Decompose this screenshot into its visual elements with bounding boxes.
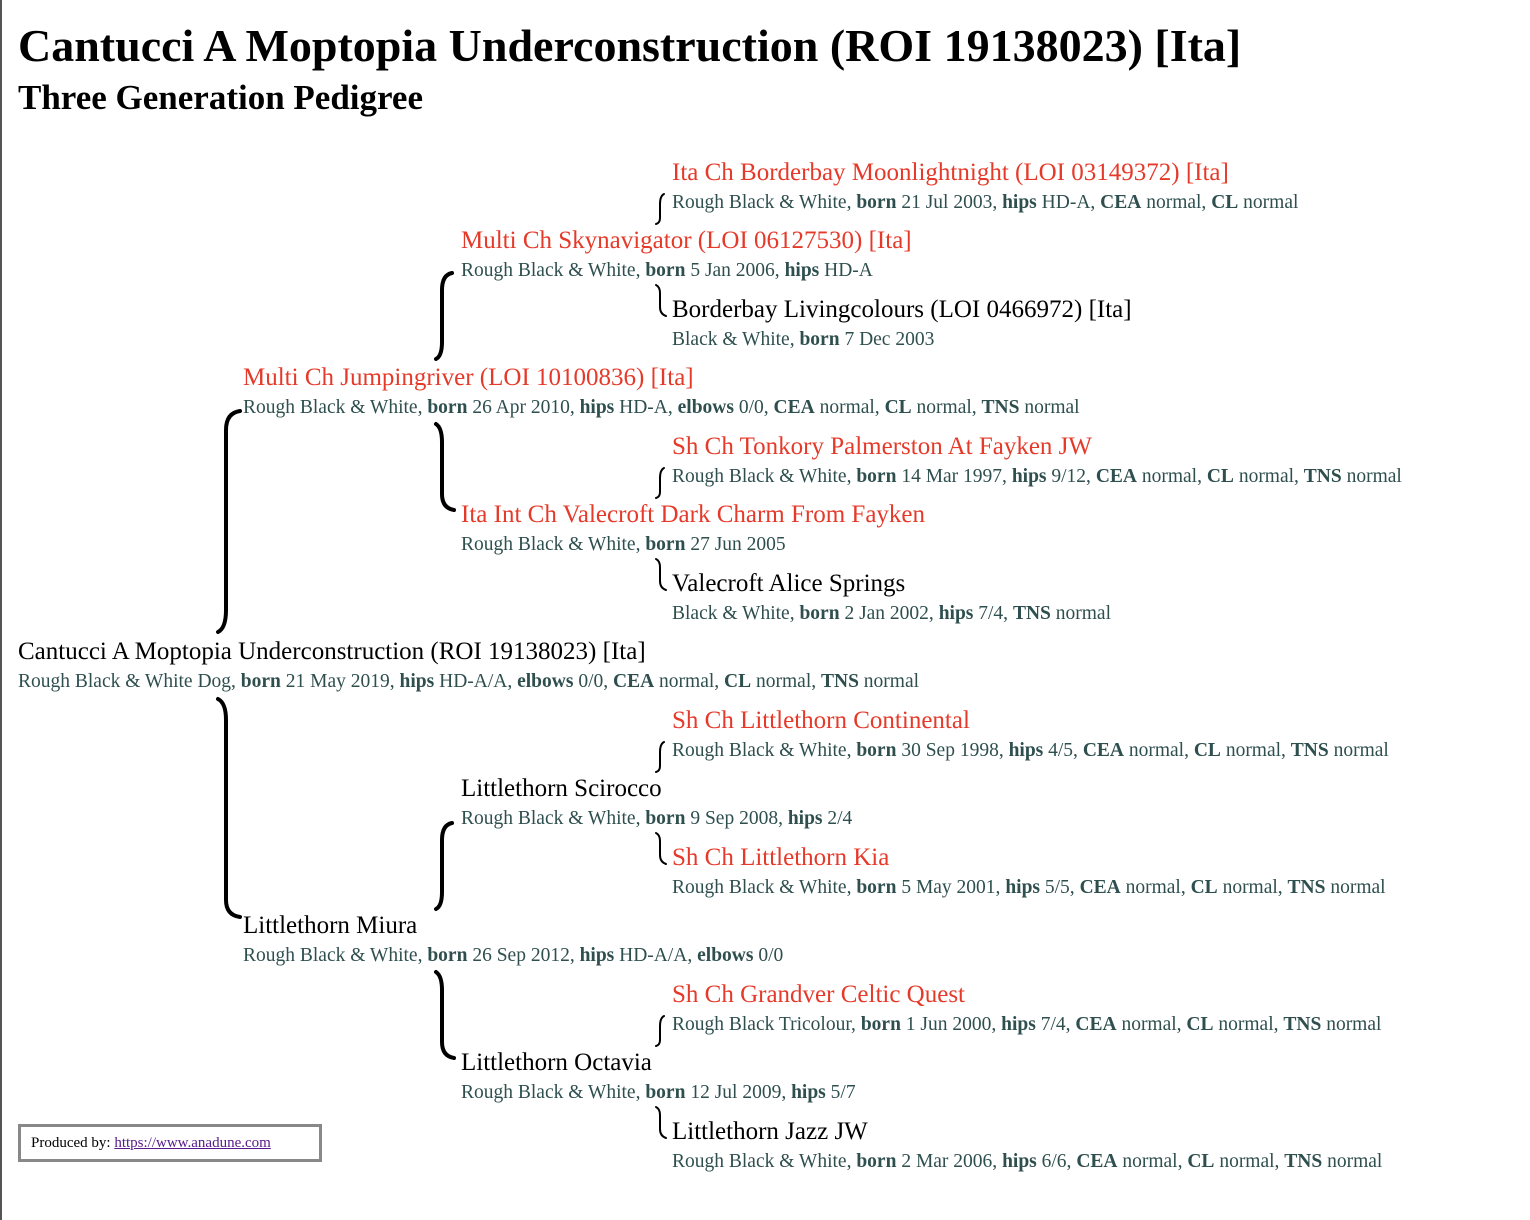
dd-dam-entry: Littlethorn Jazz JW Rough Black & White,…	[672, 1117, 1382, 1177]
dog-name[interactable]: Multi Ch Jumpingriver (LOI 10100836) [It…	[243, 364, 694, 391]
sire-dam-entry: Ita Int Ch Valecroft Dark Charm From Fay…	[461, 500, 925, 560]
dog-name[interactable]: Valecroft Alice Springs	[672, 570, 906, 597]
bracket-ds-dam	[655, 832, 667, 865]
dog-info: Rough Black & White, born 5 May 2001, hi…	[672, 877, 1386, 898]
dog-info: Rough Black & White, born 27 Jun 2005	[461, 534, 786, 555]
sd-sire-entry: Sh Ch Tonkory Palmerston At Fayken JW Ro…	[672, 432, 1402, 492]
dog-info: Rough Black & White, born 26 Sep 2012, h…	[243, 945, 784, 966]
bracket-dam-dam	[434, 970, 456, 1060]
page-left-border	[0, 0, 2, 1220]
dog-name[interactable]: Littlethorn Octavia	[461, 1049, 652, 1076]
dog-name[interactable]: Sh Ch Littlethorn Continental	[672, 707, 970, 734]
dog-name[interactable]: Sh Ch Littlethorn Kia	[672, 844, 890, 871]
dog-info: Rough Black & White, born 5 Jan 2006, hi…	[461, 260, 873, 281]
dog-name[interactable]: Littlethorn Jazz JW	[672, 1118, 868, 1145]
dog-info: Rough Black & White, born 9 Sep 2008, hi…	[461, 808, 853, 829]
produced-by-link[interactable]: https://www.anadune.com	[114, 1135, 271, 1151]
bracket-sire-sire	[434, 271, 454, 361]
bracket-ds-sire	[655, 741, 665, 773]
dam-sire-entry: Littlethorn Scirocco Rough Black & White…	[461, 774, 852, 834]
ds-dam-entry: Sh Ch Littlethorn Kia Rough Black & Whit…	[672, 843, 1386, 903]
dam-dam-entry: Littlethorn Octavia Rough Black & White,…	[461, 1048, 856, 1108]
bracket-sd-sire	[655, 467, 665, 499]
ss-dam-entry: Borderbay Livingcolours (LOI 0466972) [I…	[672, 295, 1132, 355]
dog-name: Cantucci A Moptopia Underconstruction (R…	[18, 638, 646, 665]
dog-info: Black & White, born 2 Jan 2002, hips 7/4…	[672, 603, 1111, 624]
bracket-subject-dam	[216, 697, 242, 919]
dd-sire-entry: Sh Ch Grandver Celtic Quest Rough Black …	[672, 980, 1381, 1040]
bracket-ss-dam	[655, 284, 667, 317]
dog-info: Rough Black & White, born 30 Sep 1998, h…	[672, 740, 1389, 761]
dog-name[interactable]: Ita Ch Borderbay Moonlightnight (LOI 031…	[672, 159, 1229, 186]
dog-info: Rough Black Tricolour, born 1 Jun 2000, …	[672, 1014, 1382, 1035]
dog-info: Rough Black & White, born 2 Mar 2006, hi…	[672, 1151, 1383, 1172]
page-title: Cantucci A Moptopia Underconstruction (R…	[18, 20, 1242, 71]
dog-name[interactable]: Ita Int Ch Valecroft Dark Charm From Fay…	[461, 501, 926, 528]
dog-name[interactable]: Sh Ch Tonkory Palmerston At Fayken JW	[672, 433, 1093, 460]
dog-name[interactable]: Sh Ch Grandver Celtic Quest	[672, 981, 966, 1008]
dog-info: Rough Black & White, born 14 Mar 1997, h…	[672, 466, 1402, 487]
dog-name[interactable]: Multi Ch Skynavigator (LOI 06127530) [It…	[461, 227, 912, 254]
bracket-ss-sire	[655, 193, 665, 225]
sd-dam-entry: Valecroft Alice Springs Black & White, b…	[672, 569, 1111, 629]
ds-sire-entry: Sh Ch Littlethorn Continental Rough Blac…	[672, 706, 1389, 766]
dog-info: Rough Black & White, born 21 Jul 2003, h…	[672, 192, 1299, 213]
sire-sire-entry: Multi Ch Skynavigator (LOI 06127530) [It…	[461, 226, 912, 286]
bracket-dd-dam	[655, 1106, 667, 1139]
produced-by-box: Produced by: https://www.anadune.com	[18, 1124, 322, 1162]
produced-by-label: Produced by:	[31, 1135, 115, 1151]
bracket-sd-dam	[655, 558, 667, 591]
dog-name[interactable]: Littlethorn Scirocco	[461, 775, 662, 802]
dog-info: Rough Black & White, born 26 Apr 2010, h…	[243, 397, 1080, 418]
dog-name[interactable]: Littlethorn Miura	[243, 912, 418, 939]
bracket-sire-dam	[434, 422, 456, 512]
dog-name[interactable]: Borderbay Livingcolours (LOI 0466972) [I…	[672, 296, 1132, 323]
bracket-dam-sire	[434, 821, 454, 911]
dam-entry: Littlethorn Miura Rough Black & White, b…	[243, 911, 783, 971]
dog-info: Rough Black & White Dog, born 21 May 201…	[18, 671, 920, 692]
bracket-dd-sire	[655, 1015, 665, 1047]
subject-entry: Cantucci A Moptopia Underconstruction (R…	[18, 637, 919, 697]
sire-entry: Multi Ch Jumpingriver (LOI 10100836) [It…	[243, 363, 1080, 423]
dog-info: Rough Black & White, born 12 Jul 2009, h…	[461, 1082, 856, 1103]
dog-info: Black & White, born 7 Dec 2003	[672, 329, 935, 350]
page-subtitle: Three Generation Pedigree	[18, 78, 423, 117]
bracket-subject-sire	[216, 409, 242, 634]
ss-sire-entry: Ita Ch Borderbay Moonlightnight (LOI 031…	[672, 158, 1298, 218]
